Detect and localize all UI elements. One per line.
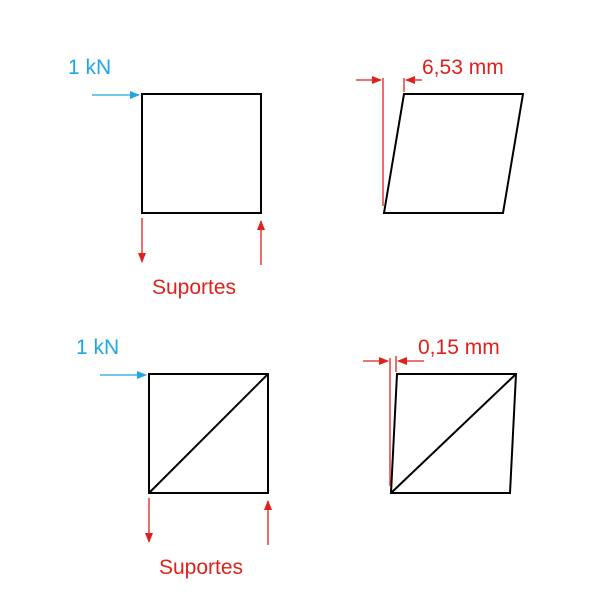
load-label: 1 kN: [76, 336, 119, 359]
panel-braced-frame: 1 kN Suportes: [76, 336, 272, 579]
panel-braced-deformed: 0,15 mm: [363, 336, 518, 494]
diagonal-brace: [390, 373, 517, 494]
diagonal-brace: [148, 373, 269, 494]
panel-square-frame: 1 kN Suportes: [68, 56, 265, 299]
panel-square-deformed: 6,53 mm: [356, 56, 525, 214]
deformed-frame: [382, 93, 525, 214]
load-label: 1 kN: [68, 56, 111, 79]
square-frame: [141, 93, 262, 214]
support-label: Suportes: [159, 556, 243, 579]
braced-frame: [148, 373, 269, 494]
support-label: Suportes: [152, 276, 236, 299]
displacement-label: 0,15 mm: [418, 336, 500, 359]
displacement-label: 6,53 mm: [422, 56, 504, 79]
